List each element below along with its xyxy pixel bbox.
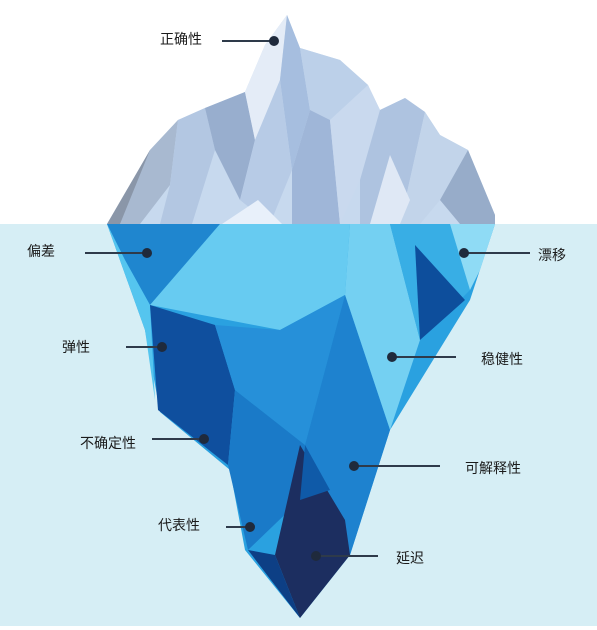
marker-dot-icon — [157, 342, 167, 352]
marker-dot-icon — [459, 248, 469, 258]
iceberg-submerged — [107, 224, 495, 618]
iceberg-tip — [107, 15, 495, 224]
marker-dot-icon — [199, 434, 209, 444]
leader-line-drift — [464, 252, 530, 254]
leader-line-uncertainty — [152, 438, 204, 440]
leader-line-elasticity — [126, 346, 162, 348]
label-latency: 延迟 — [396, 551, 424, 567]
marker-dot-icon — [245, 522, 255, 532]
leader-line-latency — [316, 555, 378, 557]
label-correctness: 正确性 — [160, 32, 202, 48]
marker-dot-icon — [142, 248, 152, 258]
label-interpretability: 可解释性 — [465, 461, 521, 477]
marker-dot-icon — [387, 352, 397, 362]
label-uncertainty: 不确定性 — [80, 436, 136, 452]
leader-line-representativeness — [226, 526, 250, 528]
label-representativeness: 代表性 — [158, 518, 200, 534]
label-bias: 偏差 — [27, 244, 55, 260]
leader-line-correctness — [222, 40, 274, 42]
leader-line-bias — [85, 252, 147, 254]
marker-dot-icon — [269, 36, 279, 46]
marker-dot-icon — [311, 551, 321, 561]
label-robustness: 稳健性 — [481, 352, 523, 368]
label-drift: 漂移 — [538, 248, 566, 264]
leader-line-robustness — [392, 356, 456, 358]
leader-line-interpretability — [354, 465, 440, 467]
marker-dot-icon — [349, 461, 359, 471]
label-elasticity: 弹性 — [62, 340, 90, 356]
